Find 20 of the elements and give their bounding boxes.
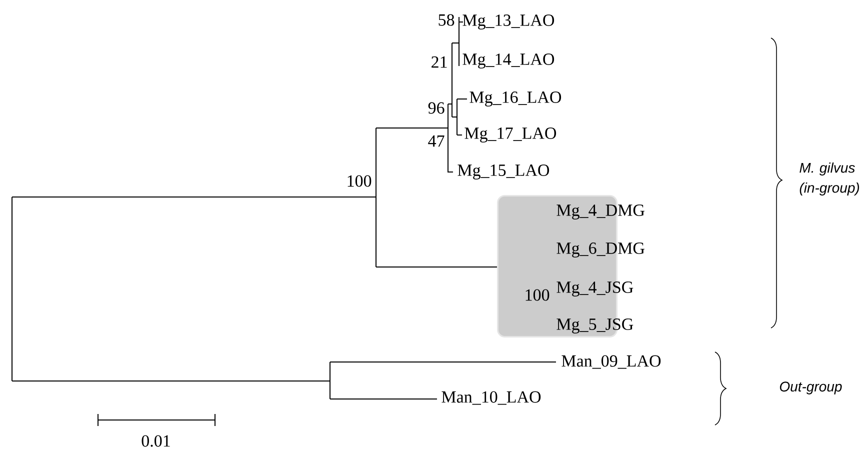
bootstrap-value: 96 [428, 102, 444, 114]
taxon-label: Man_09_LAO [562, 355, 661, 369]
taxon-label: Mg_4_DMG [556, 204, 644, 220]
taxon-label: Mg_17_LAO [464, 128, 556, 142]
taxon-label: Mg_13_LAO [462, 14, 554, 30]
bootstrap-value: 21 [432, 56, 447, 68]
bootstrap-value: 58 [438, 14, 454, 26]
bootstrap-value: 100 [526, 289, 550, 301]
group-label: Out-group [780, 382, 842, 394]
bootstrap-value: 47 [428, 135, 444, 147]
taxon-label: Man_10_LAO [442, 391, 541, 405]
taxon-label: Mg_5_JSG [556, 318, 634, 334]
taxon-label: Mg_15_LAO [458, 164, 550, 180]
taxon-label: Mg_14_LAO [462, 54, 554, 68]
taxon-label: Mg_4_JSG [556, 282, 634, 296]
bootstrap-value: 100 [348, 175, 372, 187]
scale-label: 0.01 [142, 435, 170, 447]
taxon-label: Mg_6_DMG [556, 242, 644, 258]
group-label: M. gilvus (in-group) [800, 162, 860, 196]
taxon-label: Mg_16_LAO [470, 92, 562, 106]
